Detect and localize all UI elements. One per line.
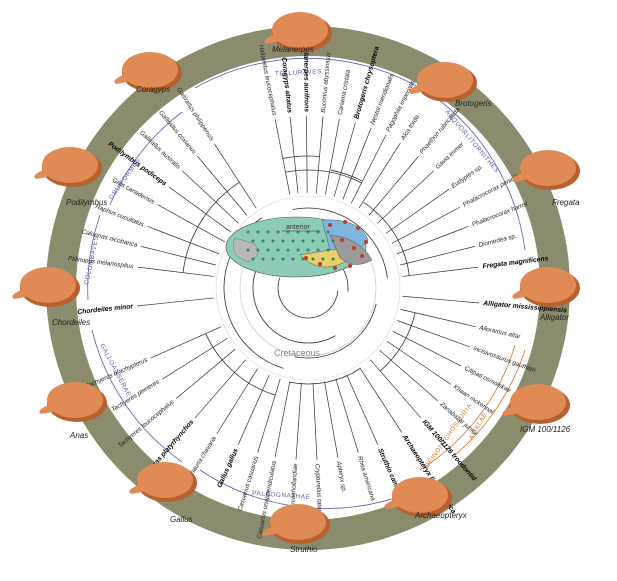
skull-label: Archaeopteryx: [414, 511, 468, 520]
landmark-dot: [360, 254, 364, 258]
skull-label: Melanerpes: [272, 45, 314, 54]
landmark-dot: [267, 231, 270, 234]
landmark-dot: [252, 240, 255, 243]
landmark-dot: [277, 231, 280, 234]
landmark-dot: [257, 231, 260, 234]
skull-shape: [520, 150, 576, 186]
skull-shape: [510, 384, 566, 420]
skull-label: Struthio: [290, 545, 318, 554]
landmark-dot: [262, 240, 265, 243]
landmark-dot: [304, 256, 308, 260]
skull-shape: [520, 267, 576, 303]
landmark-dot: [356, 226, 360, 230]
skull-label: Chordeiles: [52, 318, 90, 327]
landmark-dot: [312, 240, 315, 243]
landmark-dot: [252, 258, 255, 261]
landmark-dot: [272, 240, 275, 243]
landmark-dot: [302, 240, 305, 243]
landmark-dot: [327, 231, 330, 234]
landmark-dot: [307, 249, 310, 252]
skull-label: Coragyps: [136, 85, 170, 94]
landmark-dot: [292, 258, 295, 261]
landmark-dot: [322, 258, 325, 261]
landmark-dot: [332, 240, 335, 243]
skull-shape: [270, 504, 326, 540]
skull-label: Podilymbus: [66, 198, 107, 207]
landmark-dot: [282, 258, 285, 261]
landmark-dot: [318, 262, 322, 266]
skull-shape: [47, 382, 103, 418]
landmark-dot: [333, 266, 337, 270]
landmark-dot: [312, 258, 315, 261]
landmark-dot: [287, 249, 290, 252]
landmark-dot: [332, 258, 335, 261]
skull-shape: [392, 477, 448, 513]
landmark-dot: [282, 240, 285, 243]
skull-shape: [137, 462, 193, 498]
landmark-dot: [257, 249, 260, 252]
landmark-dot: [267, 249, 270, 252]
skull-shape: [42, 147, 98, 183]
landmark-dot: [262, 258, 265, 261]
landmark-dot: [364, 240, 368, 244]
skull-shape: [417, 62, 473, 98]
landmark-dot: [340, 238, 344, 242]
skull-label: Anas: [69, 431, 88, 440]
cretaceous-label: Cretaceous: [274, 348, 321, 358]
landmark-dot: [348, 264, 352, 268]
landmark-dot: [317, 249, 320, 252]
landmark-dot: [343, 220, 347, 224]
landmark-dot: [297, 249, 300, 252]
landmark-dot: [322, 240, 325, 243]
landmark-dot: [272, 258, 275, 261]
landmark-dot: [328, 223, 332, 227]
landmark-dot: [327, 249, 330, 252]
inner-disc: [76, 56, 540, 520]
anterior-label: anterior: [286, 224, 310, 231]
skull-shape: [122, 52, 178, 88]
landmark-dot: [277, 249, 280, 252]
landmark-dot: [247, 231, 250, 234]
landmark-dot: [292, 240, 295, 243]
skull-label: Fregata: [552, 198, 580, 207]
landmark-dot: [247, 249, 250, 252]
skull-shape: [20, 267, 76, 303]
landmark-dot: [352, 246, 356, 250]
skull-label: IGM 100/1126: [520, 425, 571, 434]
skull-label: Gallus: [170, 515, 193, 524]
skull-label: Alligator: [539, 313, 569, 322]
skull-label: Brotogeris: [455, 99, 491, 108]
skull-shape: [272, 12, 328, 48]
